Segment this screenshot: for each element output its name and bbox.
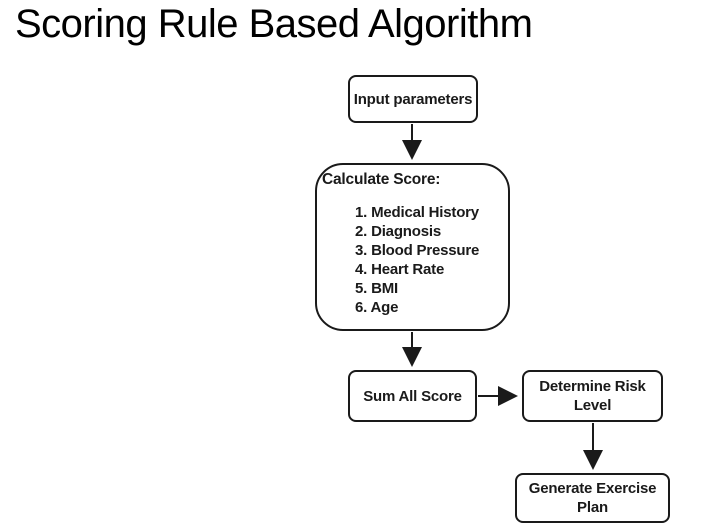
- calculate-score-item: 6. Age: [355, 299, 399, 316]
- calculate-score-item: 4. Heart Rate: [355, 261, 445, 278]
- node-sum-all-score: Sum All Score: [348, 370, 477, 422]
- node-sum-all-score-label: Sum All Score: [363, 387, 462, 405]
- node-determine-risk-level-label: Determine Risk Level: [539, 378, 646, 414]
- calculate-score-item: 3. Blood Pressure: [355, 242, 480, 259]
- calculate-score-item: 1. Medical History: [355, 204, 479, 221]
- node-generate-exercise-plan: Generate Exercise Plan: [515, 473, 670, 523]
- calculate-score-list: 1. Medical History 2. Diagnosis 3. Blood…: [355, 203, 504, 317]
- calculate-score-heading: Calculate Score:: [322, 171, 441, 188]
- node-calculate-score: Calculate Score: 1. Medical History 2. D…: [315, 163, 510, 331]
- node-generate-exercise-plan-label: Generate Exercise Plan: [528, 480, 657, 516]
- slide-title: Scoring Rule Based Algorithm: [15, 2, 533, 46]
- calculate-score-item: 2. Diagnosis: [355, 223, 441, 240]
- calculate-score-item: 5. BMI: [355, 280, 398, 297]
- node-determine-risk-level: Determine Risk Level: [522, 370, 663, 422]
- node-input-parameters-label: Input parameters: [353, 90, 473, 108]
- node-input-parameters: Input parameters: [348, 75, 478, 123]
